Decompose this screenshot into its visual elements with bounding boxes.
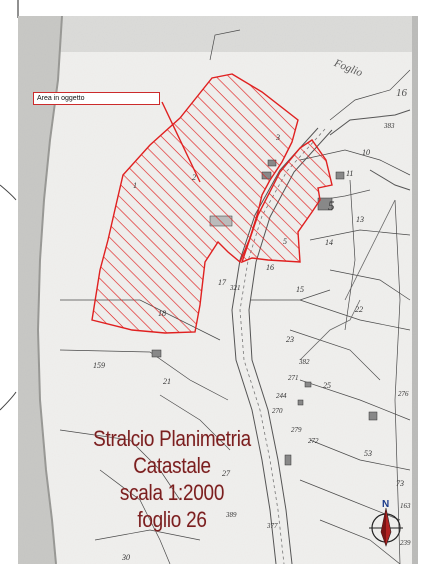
callout-leader	[161, 101, 201, 183]
parcel-30: 30	[121, 553, 130, 562]
parcel-1: 1	[133, 181, 137, 190]
parcel-163: 163	[400, 502, 411, 510]
parcel-321: 321	[229, 284, 241, 292]
parcel-239: 239	[400, 539, 411, 547]
map-sheet	[18, 15, 418, 564]
parcel-389: 389	[225, 511, 237, 519]
parcel-244: 244	[276, 392, 287, 400]
road	[231, 109, 411, 564]
map-title-line-1: Stralcio Planimetria	[93, 426, 251, 451]
parcel-23: 23	[286, 335, 294, 344]
parcel-159: 159	[93, 361, 105, 370]
sheet-number-label: 16	[396, 87, 408, 99]
area-in-oggetto	[91, 73, 333, 334]
map-title: Stralcio Planimetria Catastale scala 1:2…	[86, 425, 258, 533]
parcel-5a: 5	[328, 198, 335, 213]
area-callout-label: Area in oggetto	[33, 92, 160, 105]
parcel-382: 382	[298, 358, 310, 366]
parcel-11: 11	[346, 169, 353, 178]
parcel-272: 272	[308, 437, 319, 445]
parcel-53: 53	[364, 449, 372, 458]
north-label: N	[382, 499, 389, 510]
frame-arc-top	[0, 184, 17, 201]
frame-arc-bottom	[0, 391, 17, 411]
parcel-25: 25	[323, 381, 331, 390]
parcel-14: 14	[325, 238, 333, 247]
parcel-73: 73	[396, 479, 404, 488]
parcel-377: 377	[266, 522, 278, 530]
parcel-2: 2	[192, 173, 196, 182]
parcel-10: 10	[362, 148, 370, 157]
parcel-279: 279	[291, 426, 302, 434]
parcel-383: 383	[383, 122, 395, 130]
parcel-271: 271	[288, 374, 299, 382]
parcel-18: 18	[158, 309, 166, 318]
parcel-3: 3	[275, 133, 280, 142]
parcel-lines	[59, 29, 411, 564]
parcel-270: 270	[272, 407, 283, 415]
map-title-line-4: foglio 26	[137, 507, 207, 532]
map-title-line-3: scala 1:2000	[119, 480, 225, 505]
parcel-16: 16	[266, 263, 274, 272]
map-title-line-2: Catastale	[133, 453, 211, 478]
parcel-27: 27	[222, 469, 231, 478]
parcel-22: 22	[355, 305, 363, 314]
parcel-17: 17	[218, 278, 227, 287]
parcel-276: 276	[398, 390, 409, 398]
north-arrow-icon: N	[369, 499, 403, 547]
parcel-labels: 1 2 3 5 5 10 11 13 14 15 16 17 18 21 22 …	[93, 122, 411, 562]
parcel-15: 15	[296, 285, 304, 294]
parcel-21: 21	[163, 377, 171, 386]
parcel-13: 13	[356, 215, 364, 224]
parcel-5b: 5	[283, 237, 287, 246]
